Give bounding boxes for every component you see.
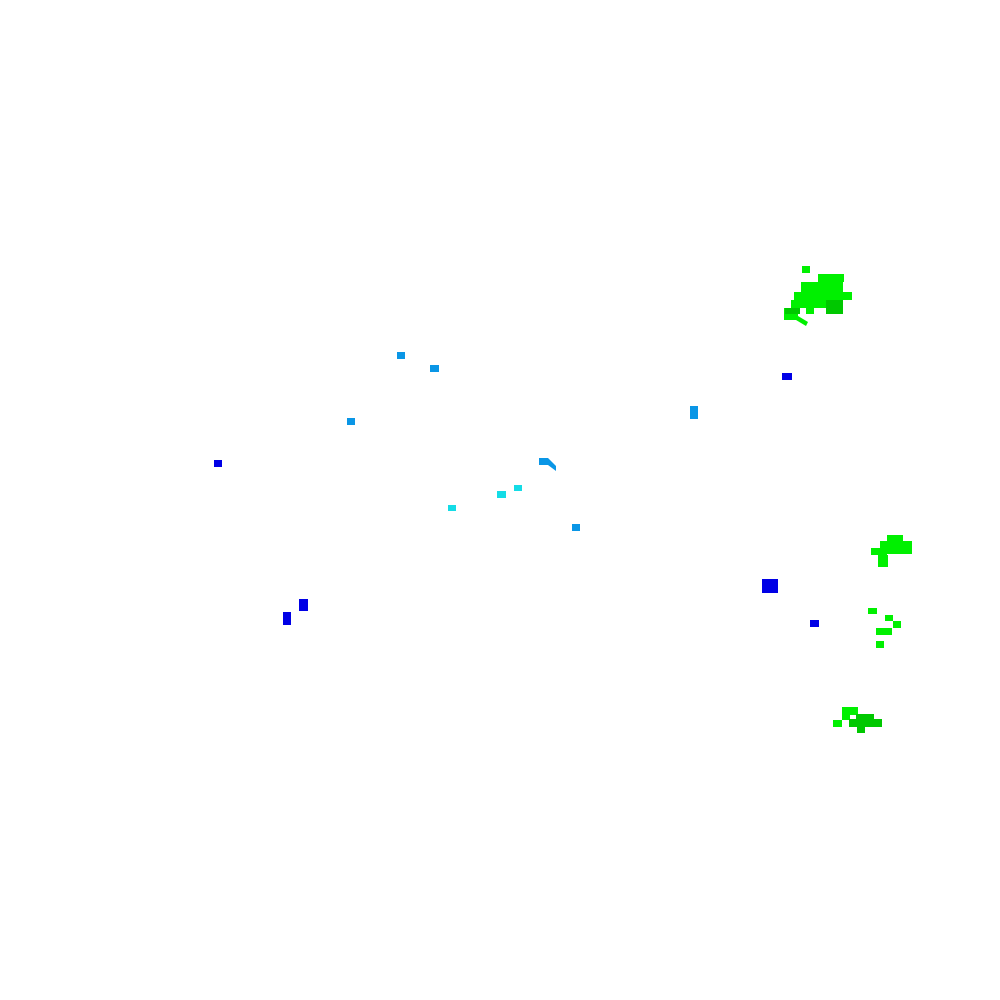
green-blob	[868, 608, 877, 614]
green-blob	[893, 621, 901, 628]
sky-marker	[572, 524, 580, 531]
green-blob	[871, 548, 887, 555]
blue-marker	[782, 373, 792, 380]
blue-markers	[214, 373, 819, 627]
green-streak	[796, 316, 808, 326]
green-blob	[842, 712, 850, 720]
green-blob-dark	[856, 714, 874, 722]
green-blob	[791, 300, 827, 308]
blue-marker	[299, 599, 308, 611]
cyan-marker	[497, 491, 506, 498]
green-blob	[876, 628, 892, 635]
green-blob	[833, 720, 842, 727]
green-blob-dark	[826, 300, 843, 314]
green-cluster-top	[784, 266, 852, 326]
green-blob	[885, 615, 893, 621]
blue-marker	[810, 620, 819, 627]
cyan-marker	[448, 505, 456, 511]
green-blob	[878, 555, 888, 567]
green-blob-dark	[857, 726, 865, 733]
sky-streak	[539, 458, 556, 471]
green-blob	[802, 266, 810, 273]
green-cluster-sparse	[868, 608, 901, 648]
sky-marker	[397, 352, 405, 359]
green-blob	[842, 707, 858, 715]
green-blob	[818, 274, 844, 282]
green-blob	[806, 306, 814, 314]
sky-marker	[430, 365, 439, 372]
green-blob	[876, 641, 884, 648]
green-blob	[880, 541, 912, 554]
green-cluster-bottom	[833, 707, 882, 733]
green-blob	[794, 292, 852, 300]
sky-marker	[347, 418, 355, 425]
blue-marker	[762, 579, 778, 593]
green-blob-dark	[785, 308, 800, 314]
blue-marker	[214, 460, 222, 467]
green-blob	[887, 535, 903, 543]
green-blob	[801, 282, 843, 292]
sky-markers	[347, 352, 698, 531]
blue-marker	[283, 612, 291, 625]
green-blob-dark	[849, 719, 882, 727]
cyan-marker	[514, 485, 522, 491]
cyan-markers	[448, 485, 522, 511]
green-cluster-middle	[871, 535, 912, 567]
sky-marker	[690, 406, 698, 419]
